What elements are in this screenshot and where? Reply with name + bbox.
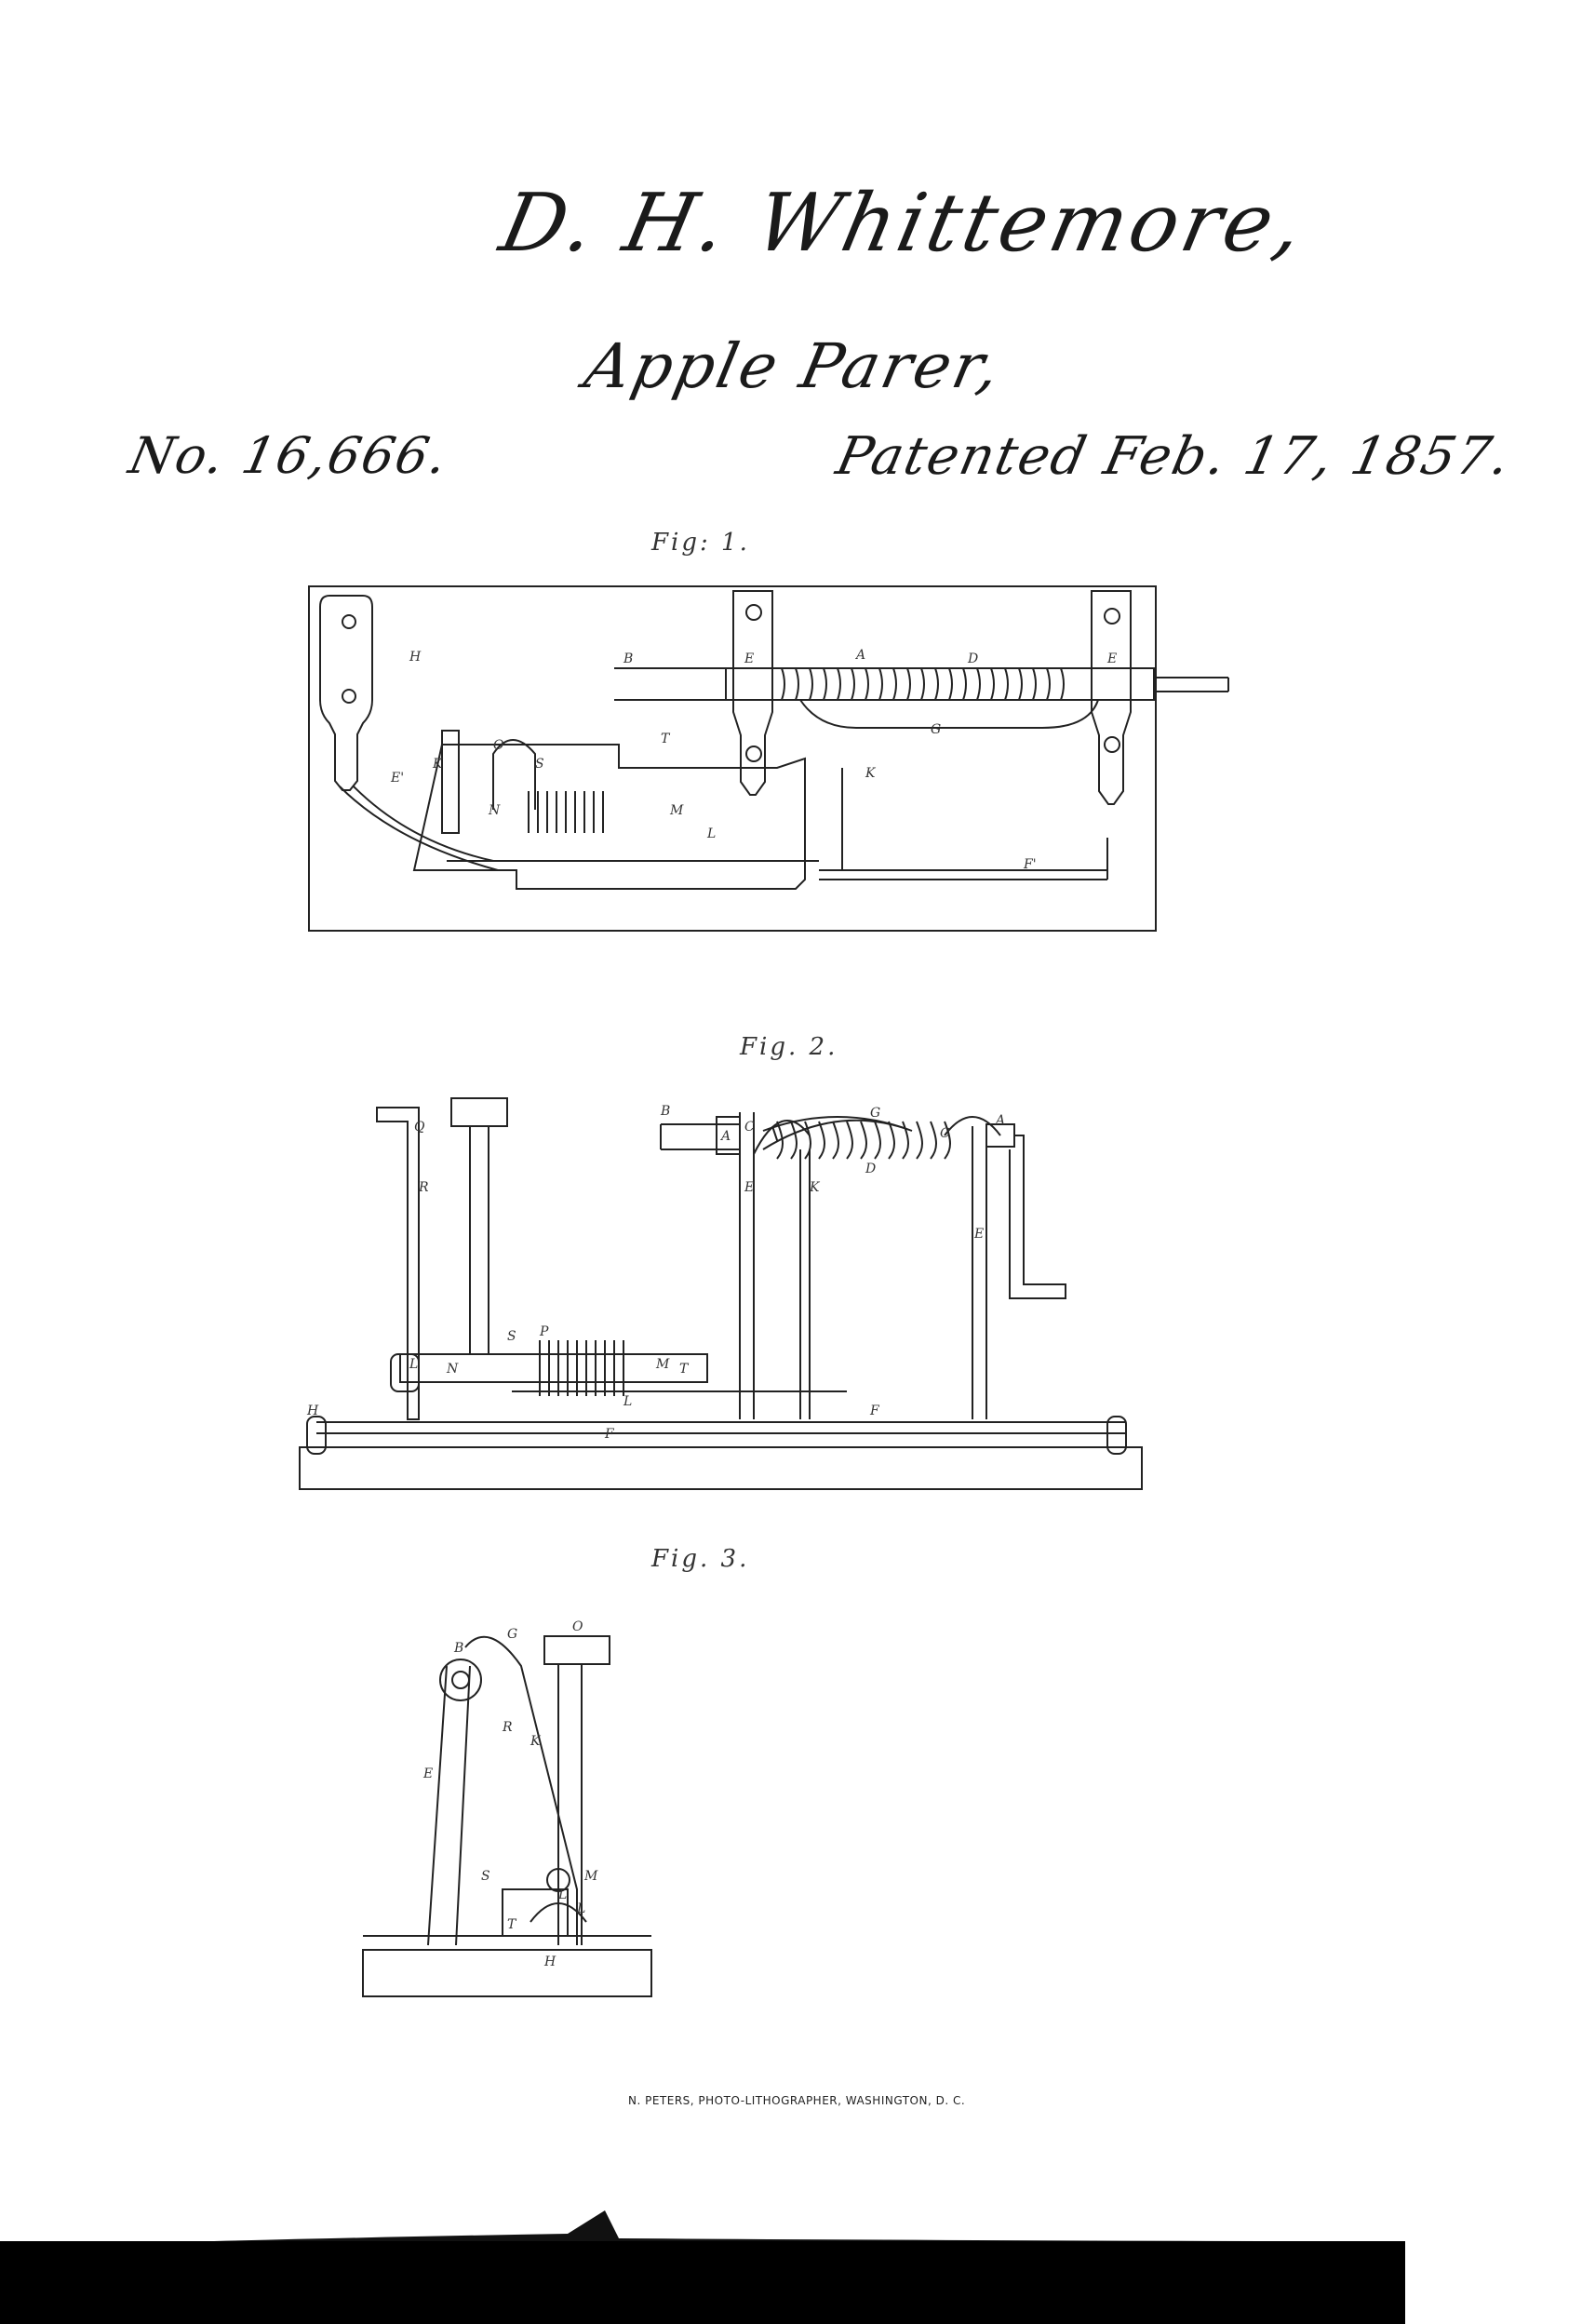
svg-text:S: S [507, 1329, 516, 1344]
svg-text:S: S [481, 1869, 490, 1884]
svg-text:E: E [1106, 652, 1117, 666]
patent-date: Patented Feb. 17, 1857. [831, 426, 1518, 487]
svg-text:A: A [854, 648, 865, 663]
svg-text:G: G [507, 1627, 517, 1642]
svg-text:H: H [306, 1404, 319, 1418]
lithographer-credit: N. PETERS, PHOTO-LITHOGRAPHER, WASHINGTO… [628, 2094, 966, 2107]
svg-text:E: E [973, 1227, 984, 1242]
svg-text:E: E [744, 652, 754, 666]
svg-text:A: A [719, 1129, 731, 1144]
svg-text:D: D [865, 1162, 876, 1176]
svg-text:M: M [655, 1357, 670, 1372]
svg-text:R: R [502, 1720, 513, 1735]
svg-text:K: K [809, 1180, 821, 1195]
svg-text:M: M [669, 803, 684, 818]
svg-text:C: C [940, 1126, 950, 1141]
svg-text:H: H [409, 650, 422, 665]
svg-text:O: O [572, 1619, 583, 1634]
figure-3-label: Fig. 3. [651, 1545, 750, 1573]
svg-text:B: B [623, 652, 633, 666]
svg-text:T: T [679, 1362, 690, 1377]
fig1-base-board [308, 585, 1157, 932]
svg-text:F: F [604, 1427, 615, 1442]
figure-1-label: Fig: 1. [651, 529, 750, 557]
svg-text:F: F [869, 1404, 880, 1418]
svg-text:F': F' [1023, 857, 1037, 872]
svg-text:N: N [488, 803, 501, 818]
figure-1-drawing: H K E' O S N M L T B E A D G K F' E [308, 585, 1229, 932]
svg-text:L: L [576, 1901, 585, 1916]
svg-text:G: G [870, 1106, 880, 1121]
svg-text:A: A [994, 1113, 1005, 1128]
svg-text:E': E' [390, 771, 404, 786]
figure-2-label: Fig. 2. [740, 1033, 838, 1061]
svg-text:L: L [409, 1357, 418, 1372]
svg-text:G: G [931, 722, 941, 737]
svg-text:R: R [418, 1180, 429, 1195]
svg-text:T: T [661, 732, 671, 746]
svg-text:S: S [535, 757, 544, 772]
svg-text:Q: Q [414, 1120, 425, 1135]
svg-text:L: L [557, 1887, 567, 1902]
svg-text:N: N [446, 1362, 459, 1377]
svg-text:B: B [453, 1641, 463, 1656]
svg-text:E: E [744, 1180, 754, 1195]
svg-text:C: C [744, 1120, 755, 1135]
svg-text:T: T [507, 1917, 517, 1932]
svg-text:L: L [706, 826, 716, 841]
invention-title: Apple Parer, [578, 330, 1010, 402]
svg-text:H: H [543, 1955, 556, 1969]
scan-edge-marks [214, 2210, 1284, 2243]
svg-text:E: E [422, 1767, 433, 1781]
figure-3-drawing: B G O R K E S M L L T H [362, 1619, 652, 1997]
inventor-name: D. H. Whittemore, [492, 177, 1315, 270]
svg-text:K: K [865, 766, 877, 781]
svg-text:B: B [660, 1104, 670, 1119]
svg-text:K: K [432, 757, 444, 772]
svg-text:M: M [583, 1869, 598, 1884]
svg-text:P: P [539, 1324, 549, 1339]
svg-text:L: L [623, 1394, 632, 1409]
svg-text:K: K [530, 1734, 542, 1749]
scan-border [0, 2241, 1405, 2324]
patent-number: No. 16,666. [124, 426, 454, 485]
svg-text:D: D [967, 652, 978, 666]
svg-text:O: O [493, 738, 504, 753]
